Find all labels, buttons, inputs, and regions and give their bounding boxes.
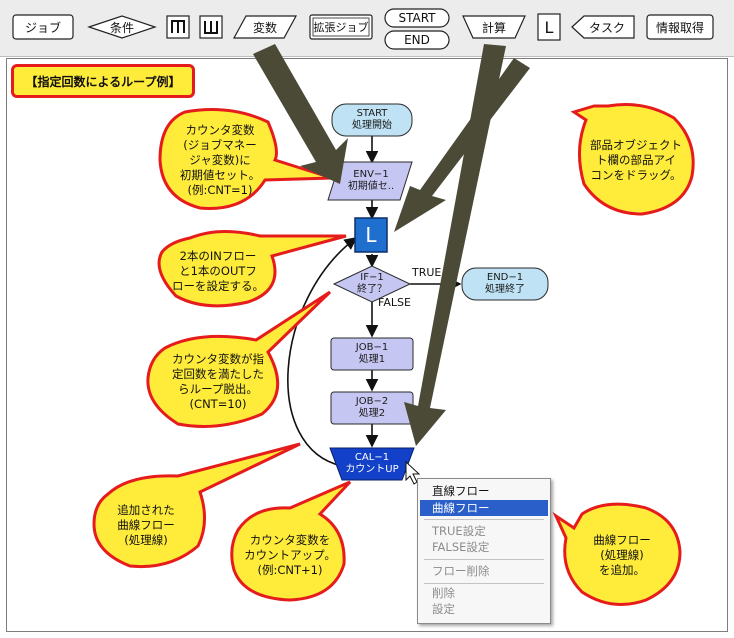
menu-item-false-setting[interactable]: FALSE設定	[432, 540, 490, 554]
toolbar-variable-button[interactable]: 変数	[232, 14, 298, 40]
toolbar-info-button[interactable]: 情報取得	[646, 14, 714, 40]
callout-countup-text: カウンタ変数を カウントアップ。 (例:CNT+1)	[244, 532, 336, 577]
node-env1[interactable]	[327, 161, 413, 201]
node-if1-id: IF−1	[360, 272, 384, 283]
node-start-label: 処理開始	[352, 120, 392, 131]
toolbar-condition-label: 条件	[109, 20, 134, 35]
toolbar-variable-label: 変数	[252, 20, 277, 35]
node-cal1[interactable]	[329, 447, 415, 481]
node-job1[interactable]	[330, 337, 414, 371]
toolbar-task-button[interactable]: タスク	[570, 14, 636, 40]
loop-end-icon	[199, 15, 223, 39]
callout-curve-text: 追加された 曲線フロー (処理線)	[117, 502, 175, 547]
pointer-arrow-to-cal1	[404, 44, 506, 446]
mouse-cursor-icon	[405, 460, 421, 485]
menu-item-settings[interactable]: 設定	[432, 602, 455, 616]
callout-loop-text: 2本のINフロー と1本のOUTフ ローを設定する。	[172, 248, 264, 293]
node-cal1-label: カウントUP	[345, 464, 399, 475]
node-env1-id: ENV−1	[353, 169, 389, 180]
node-start-id: START	[356, 108, 388, 119]
parts-toolbar: ジョブ 条件 変数 拡張ジョブ START END 計算 L タスク 情報取得	[0, 0, 734, 57]
node-end1-id: END−1	[486, 272, 524, 283]
toolbar-task-label: タスク	[588, 20, 625, 35]
callout-loop-bubble	[157, 229, 347, 308]
pointer-arrows	[253, 44, 530, 446]
toolbar-loop-end-button[interactable]	[199, 14, 223, 40]
toolbar-loop-button[interactable]: L	[537, 13, 561, 41]
toolbar-extended-job-button[interactable]: 拡張ジョブ	[309, 14, 373, 40]
toolbar-start-label: START	[398, 11, 436, 25]
pointer-arrow-to-loop	[394, 58, 530, 232]
callout-curve-bubble	[92, 442, 301, 569]
context-menu: 直線フロー 曲線フロー TRUE設定 FALSE設定 フロー削除 削除 設定	[417, 478, 551, 624]
callout-exit-bubble	[146, 290, 332, 428]
node-if1-label: 終了？	[357, 284, 387, 295]
toolbar-calc-button[interactable]: 計算	[461, 14, 527, 40]
menu-separator	[424, 559, 544, 560]
callout-exit-text: カウンタ変数が指 定回数を満たした らループ脱出。 (CNT=10)	[172, 352, 264, 411]
toolbar-end-label: END	[404, 33, 430, 47]
menu-item-curve-flow[interactable]: 曲線フロー	[420, 500, 548, 516]
toolbar-condition-button[interactable]: 条件	[87, 14, 157, 40]
node-env1-label: 初期値セ..	[347, 181, 395, 192]
callout-env-bubble	[158, 108, 333, 210]
menu-item-true-setting[interactable]: TRUE設定	[432, 524, 486, 538]
toolbar-calc-label: 計算	[481, 20, 506, 35]
node-job2-id: JOB−2	[355, 396, 389, 407]
callout-drag-text: 部品オブジェクト ト欄の部品アイ コンをドラッグ。	[590, 137, 682, 182]
toolbar-loop-begin-button[interactable]	[166, 14, 190, 40]
node-start[interactable]	[331, 103, 413, 137]
callout-countup-bubble	[230, 480, 352, 602]
node-end1-label: 処理終了	[485, 284, 525, 295]
menu-separator	[424, 519, 544, 520]
menu-item-straight-flow[interactable]: 直線フロー	[432, 484, 490, 498]
callout-env-text: カウンタ変数 (ジョブマネー ジャ変数)に 初期値セット。 (例:CNT=1)	[179, 122, 261, 197]
toolbar-info-label: 情報取得	[655, 20, 704, 35]
menu-separator	[424, 583, 544, 584]
loop-begin-icon	[166, 15, 190, 39]
pointer-arrow-to-env1	[253, 44, 348, 184]
toolbar-job-label: ジョブ	[24, 20, 61, 35]
menu-item-delete-flow[interactable]: フロー削除	[432, 564, 490, 578]
page-title: 【指定回数によるループ例】	[11, 64, 195, 98]
toolbar-start-button[interactable]: START	[384, 8, 450, 28]
toolbar-extended-job-label: 拡張ジョブ	[313, 21, 369, 34]
node-loop[interactable]	[354, 217, 388, 253]
node-cal1-id: CAL−1	[354, 452, 390, 463]
toolbar-job-button[interactable]: ジョブ	[12, 14, 74, 40]
callout-drag-bubble	[570, 103, 695, 216]
node-job1-label: 処理1	[358, 354, 386, 365]
toolbar-loop-label: L	[544, 17, 554, 37]
flow-label-false: FALSE	[378, 296, 411, 309]
node-job2-label: 処理2	[358, 408, 386, 419]
node-if1[interactable]	[332, 265, 412, 303]
callout-menu-text: 曲線フロー (処理線) を追加。	[593, 532, 651, 577]
flow-label-true: TRUE	[412, 266, 442, 279]
node-job1-id: JOB−1	[355, 342, 389, 353]
node-end1[interactable]	[461, 267, 549, 301]
callout-menu-bubble	[552, 502, 682, 606]
toolbar-end-button[interactable]: END	[384, 30, 450, 50]
menu-item-delete[interactable]: 削除	[432, 586, 455, 600]
node-loop-label: L	[365, 223, 377, 247]
